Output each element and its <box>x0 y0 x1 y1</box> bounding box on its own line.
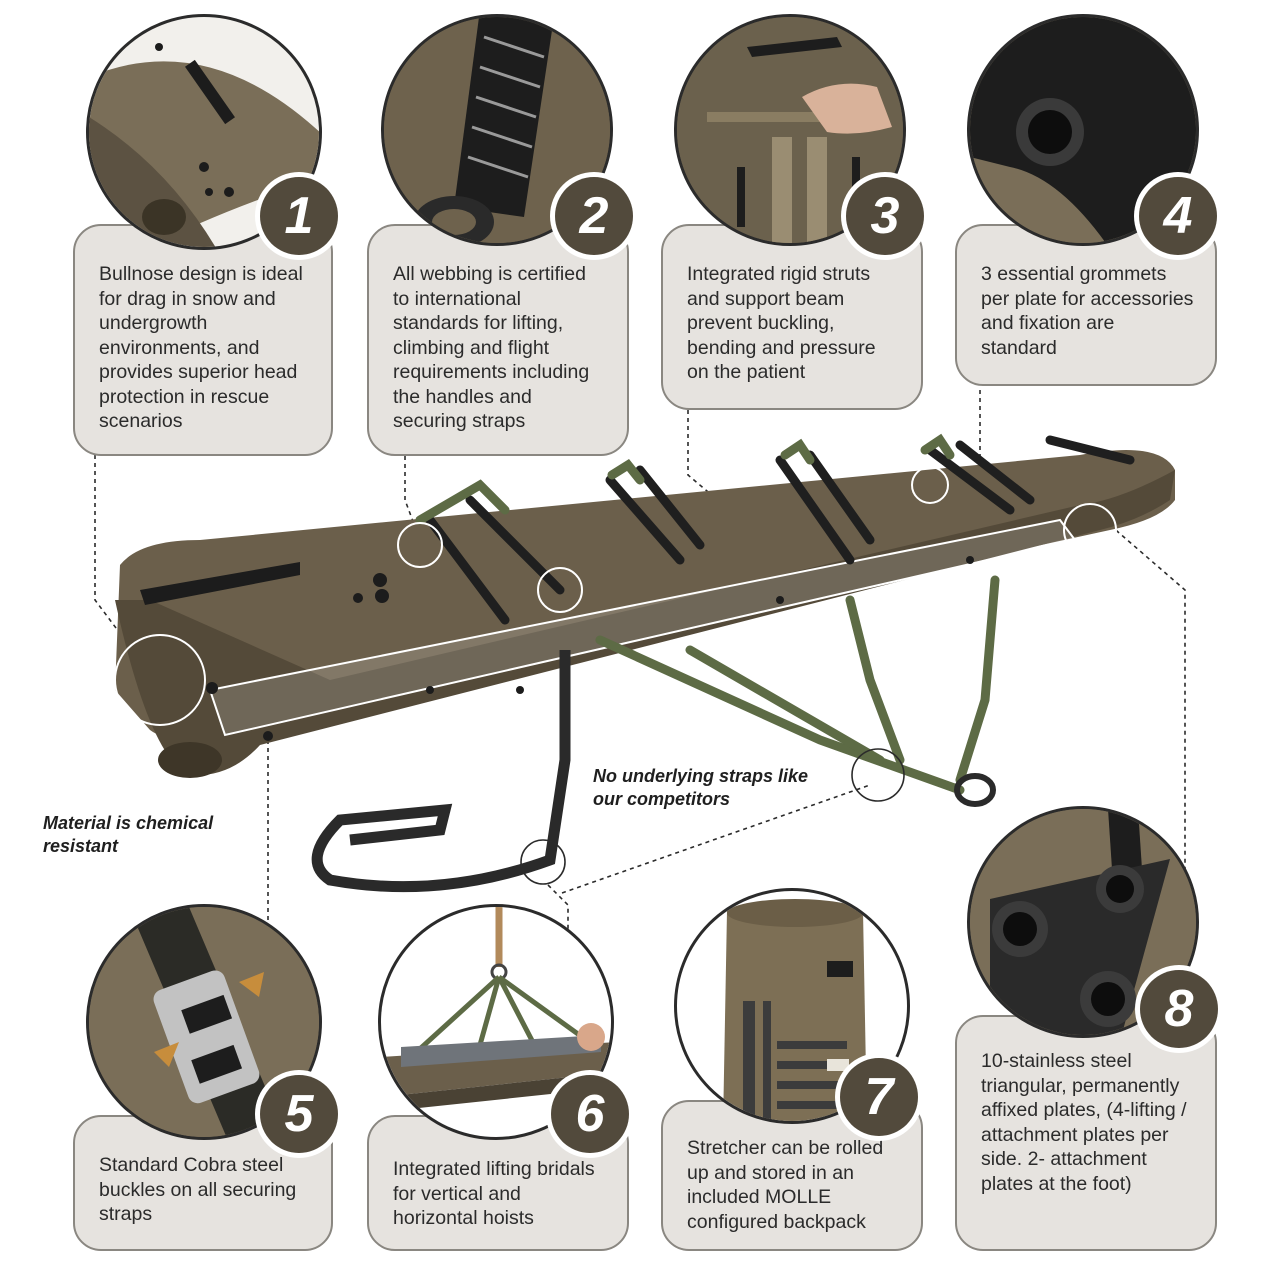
feature-card-7: Stretcher can be rolled up and stored in… <box>661 1100 923 1251</box>
feature-card-3: Integrated rigid struts and support beam… <box>661 224 923 410</box>
feature-badge-8: 8 <box>1140 970 1218 1048</box>
material-note: Material is chemical resistant <box>43 813 214 856</box>
feature-badge-7: 7 <box>840 1058 918 1136</box>
feature-photo-5 <box>86 904 322 1140</box>
feature-badge-4: 4 <box>1139 177 1217 255</box>
feature-2-text: All webbing is certified to internationa… <box>393 263 590 432</box>
feature-photo-6 <box>378 904 614 1140</box>
feature-photo-7 <box>674 888 910 1124</box>
feature-badge-3: 3 <box>846 177 924 255</box>
feature-card-1: Bullnose design is ideal for drag in sno… <box>73 224 333 456</box>
feature-badge-6: 6 <box>551 1075 629 1153</box>
feature-photo-2 <box>381 14 613 246</box>
feature-7-text: Stretcher can be rolled up and stored in… <box>687 1137 884 1233</box>
feature-badge-5: 5 <box>260 1075 338 1153</box>
no-straps-note: No underlying straps like our competitor… <box>593 766 809 809</box>
feature-6-text: Integrated lifting bridals for vertical … <box>393 1158 595 1229</box>
feature-badge-1: 1 <box>260 177 338 255</box>
feature-card-2: All webbing is certified to internationa… <box>367 224 629 456</box>
feature-badge-2: 2 <box>555 177 633 255</box>
feature-8-text: 10-stainless steel triangular, permanent… <box>981 1050 1187 1195</box>
feature-4-text: 3 essential grommets per plate for acces… <box>981 263 1194 359</box>
feature-1-text: Bullnose design is ideal for drag in sno… <box>99 263 303 432</box>
feature-3-text: Integrated rigid struts and support beam… <box>687 263 876 383</box>
feature-card-8: 10-stainless steel triangular, permanent… <box>955 1015 1217 1251</box>
feature-5-text: Standard Cobra steel buckles on all secu… <box>99 1154 297 1225</box>
